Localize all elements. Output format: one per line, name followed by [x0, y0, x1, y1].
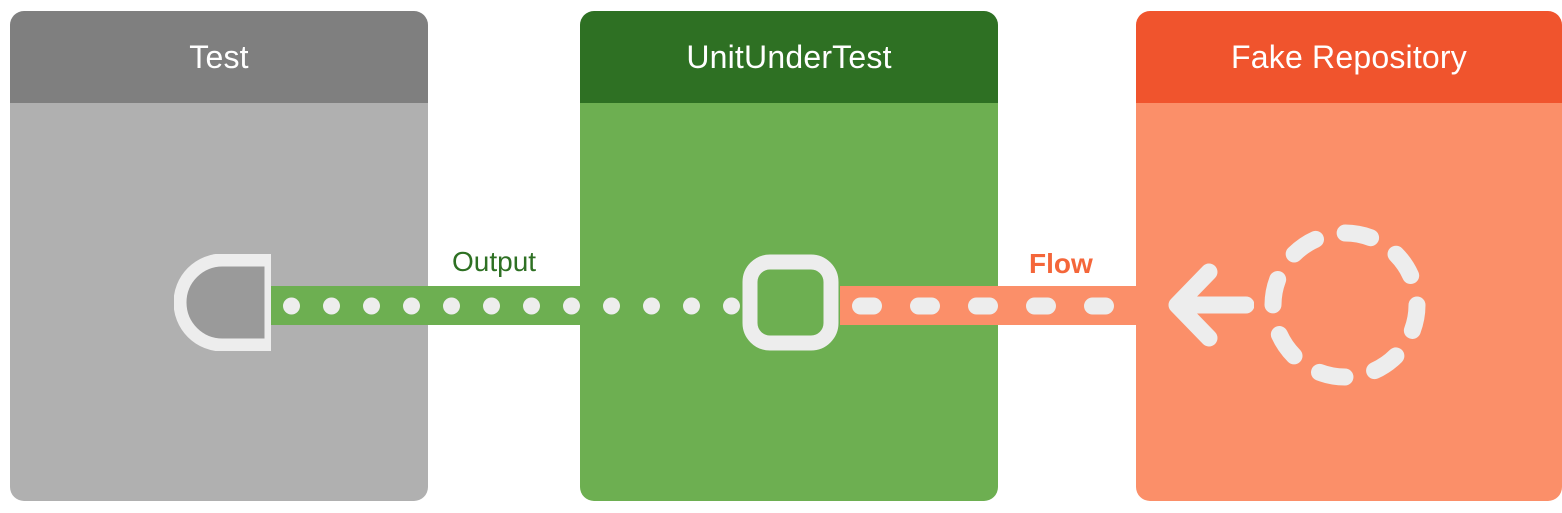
connector-dash: [523, 297, 540, 314]
connector-band-flow[interactable]: [840, 286, 1162, 325]
connector-dash: [683, 297, 700, 314]
participant-header-test: Test: [10, 11, 428, 103]
participant-title-test: Test: [189, 39, 249, 75]
rounded-square-port-icon[interactable]: [742, 254, 839, 351]
connector-dash: [643, 297, 660, 314]
connector-dash: [968, 297, 998, 314]
connector-dash: [403, 297, 420, 314]
connector-dash: [443, 297, 460, 314]
connector-dash: [363, 297, 380, 314]
arrow-left-icon: [1164, 262, 1254, 348]
connector-dash: [723, 297, 740, 314]
connector-dash: [852, 297, 882, 314]
participant-header-unit-under-test: UnitUnderTest: [580, 11, 998, 103]
connector-dash: [1084, 297, 1114, 314]
connector-label-output: Output: [452, 246, 537, 277]
participant-title-unit-under-test: UnitUnderTest: [686, 39, 892, 75]
connector-dash: [283, 297, 300, 314]
connector-dash: [563, 297, 580, 314]
participant-box-fake-repository[interactable]: Fake Repository: [1136, 11, 1562, 501]
participant-header-fake-repository: Fake Repository: [1136, 11, 1562, 103]
connector-dash: [603, 297, 620, 314]
connector-dash: [1026, 297, 1056, 314]
dashed-circle-icon: [1256, 216, 1434, 394]
connector-label-flow: Flow: [1029, 248, 1093, 279]
d-socket-icon[interactable]: [174, 254, 271, 351]
connector-dash: [483, 297, 500, 314]
participant-title-fake-repository: Fake Repository: [1231, 39, 1467, 75]
connector-dash: [323, 297, 340, 314]
connector-dash: [910, 297, 940, 314]
